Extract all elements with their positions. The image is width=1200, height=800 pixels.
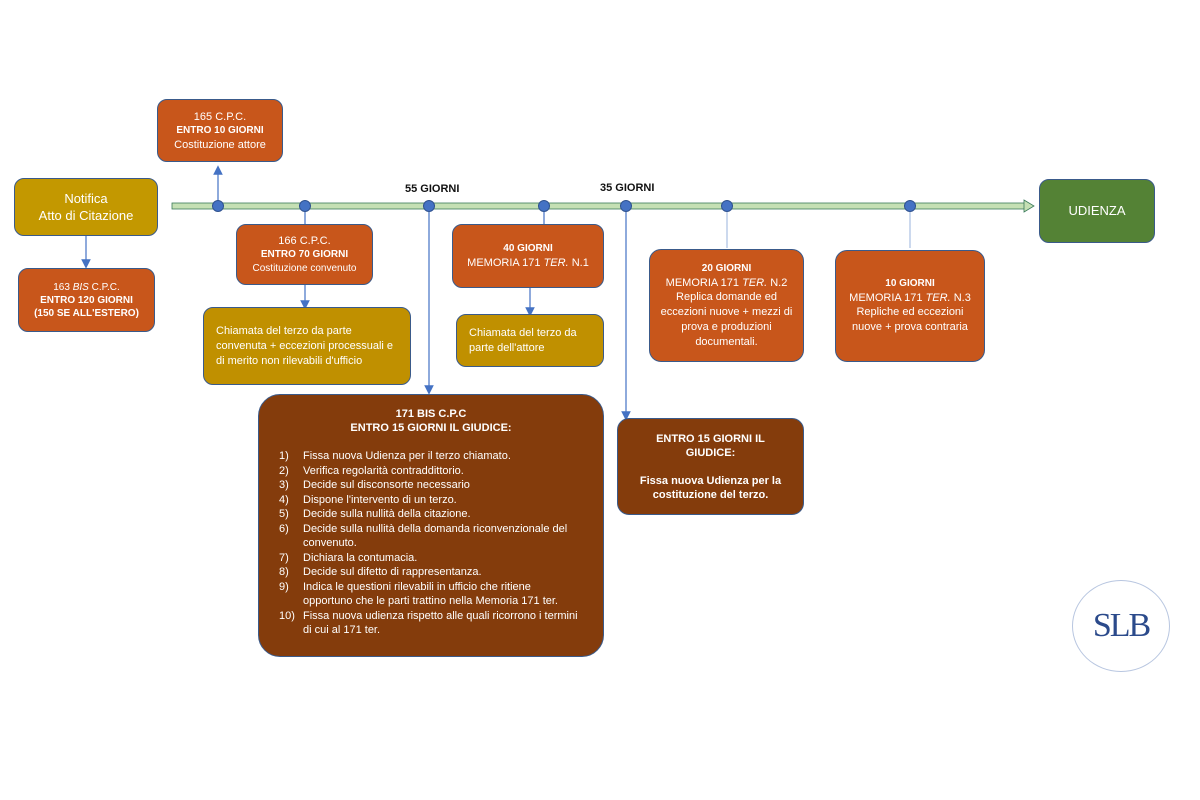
art171bis-item: 10) Fissa nuova udienza rispetto alle qu… — [279, 609, 583, 638]
art171bis-item: 8) Decide sul difetto di rappresentanza. — [279, 565, 583, 580]
udienza-box: UDIENZA — [1039, 179, 1155, 243]
art165-box: 165 C.P.C. ENTRO 10 GIORNI Costituzione … — [157, 99, 283, 162]
art171bis-item: 2) Verifica regolarità contraddittorio. — [279, 464, 583, 479]
art171bis-item-text: Decide sul disconsorte necessario — [303, 479, 470, 491]
memoria1-box: 40 GIORNI MEMORIA 171 TER. N.1 — [452, 224, 604, 288]
memoria3-desc: Repliche ed eccezioni nuove + prova cont… — [852, 306, 968, 333]
art171bis-item: 4) Dispone l'intervento di un terzo. — [279, 493, 583, 508]
memoria3-term: 10 GIORNI — [885, 278, 935, 289]
art171bis-item: 6) Decide sulla nullità della domanda ric… — [279, 522, 583, 551]
memoria2-desc: Replica domande ed eccezioni nuove + mez… — [660, 290, 793, 348]
label-35-giorni: 35 GIORNI — [600, 182, 655, 194]
timeline-arrowhead — [1023, 199, 1035, 213]
art171bis-title2: ENTRO 15 GIORNI IL GIUDICE: — [350, 422, 512, 434]
art171bis-title1: 171 BIS C.P.C — [395, 408, 467, 420]
timeline-dot — [620, 200, 632, 212]
slb-logo-text: SLB — [1092, 607, 1151, 644]
memoria3-box: 10 GIORNI MEMORIA 171 TER. N.3 Repliche … — [835, 250, 985, 362]
udienza-label: UDIENZA — [1068, 203, 1126, 218]
art171bis-item-text: Indica le questioni rilevabili in uffici… — [303, 580, 558, 608]
art171bis-item-number: 8) — [279, 566, 289, 578]
timeline-dot — [904, 200, 916, 212]
art171bis-item: 3) Decide sul disconsorte necessario — [279, 478, 583, 493]
memoria3-ref: MEMORIA 171 TER. N.3 — [849, 292, 971, 304]
art163bis-ref: 163 BIS C.P.C. — [53, 281, 120, 293]
notifica-box: Notifica Atto di Citazione — [14, 178, 158, 236]
art171bis-item-number: 10) — [279, 609, 295, 622]
chiamata-attore-text: Chiamata del terzo da parte dell'attore — [469, 326, 577, 354]
timeline-dot — [212, 200, 224, 212]
giudice-terzo-desc: Fissa nuova Udienza per la costituzione … — [639, 474, 782, 501]
slb-logo: SLB — [1072, 580, 1170, 672]
art166-desc: Costituzione convenuto — [252, 262, 357, 274]
giudice-terzo-box: ENTRO 15 GIORNI IL GIUDICE: Fissa nuova … — [617, 418, 804, 515]
art171bis-item-text: Decide sul difetto di rappresentanza. — [303, 566, 482, 578]
art166-ref: 166 C.P.C. — [278, 234, 331, 247]
chiamata-attore-box: Chiamata del terzo da parte dell'attore — [456, 314, 604, 367]
art165-ref: 165 C.P.C. — [193, 110, 247, 123]
art171bis-item-number: 3) — [279, 479, 289, 491]
memoria1-ref: MEMORIA 171 TER. N.1 — [467, 257, 589, 269]
timeline-dot — [299, 200, 311, 212]
memoria2-term: 20 GIORNI — [701, 262, 752, 274]
art171bis-item-text: Fissa nuova udienza rispetto alle quali … — [303, 609, 578, 637]
art171bis-item-text: Dichiara la contumacia. — [303, 551, 418, 564]
art171bis-item-number: 5) — [279, 508, 289, 520]
chiamata-convenuto-box: Chiamata del terzo da parte convenuta + … — [203, 307, 411, 385]
art163bis-term: ENTRO 120 GIORNI — [40, 294, 133, 306]
timeline-dot — [423, 200, 435, 212]
timeline-dot — [538, 200, 550, 212]
art171bis-item: 1) Fissa nuova Udienza per il terzo chiam… — [279, 449, 583, 464]
art163bis-note: (150 SE ALL'ESTERO) — [34, 307, 139, 319]
art171bis-item-text: Decide sulla nullità della citazione. — [303, 508, 471, 520]
notifica-line2: Atto di Citazione — [38, 208, 134, 223]
notifica-line1: Notifica — [64, 191, 108, 206]
memoria2-ref: MEMORIA 171 TER. N.2 — [665, 276, 788, 289]
art165-desc: Costituzione attore — [174, 138, 266, 151]
art171bis-item-text: Dispone l'intervento di un terzo. — [303, 493, 457, 506]
art163bis-box: 163 BIS C.P.C. ENTRO 120 GIORNI (150 SE … — [18, 268, 155, 332]
art166-term: ENTRO 70 GIORNI — [260, 248, 349, 260]
art171bis-item-text: Verifica regolarità contraddittorio. — [303, 464, 464, 477]
memoria2-box: 20 GIORNI MEMORIA 171 TER. N.2 Replica d… — [649, 249, 804, 362]
art171bis-box: 171 BIS C.P.C ENTRO 15 GIORNI IL GIUDICE… — [258, 394, 604, 657]
art171bis-item: 7) Dichiara la contumacia. — [279, 551, 583, 566]
art166-box: 166 C.P.C. ENTRO 70 GIORNI Costituzione … — [236, 224, 373, 285]
art165-term: ENTRO 10 GIORNI — [176, 124, 264, 136]
art171bis-item-text: Decide sulla nullità della domanda ricon… — [303, 522, 568, 550]
art171bis-item-text: Fissa nuova Udienza per il terzo chiamat… — [303, 450, 511, 462]
art171bis-item-number: 2) — [279, 464, 289, 477]
art171bis-item: 5) Decide sulla nullità della citazione. — [279, 507, 583, 522]
art171bis-item-number: 4) — [279, 493, 289, 506]
art171bis-item-number: 7) — [279, 551, 289, 564]
art171bis-item-number: 9) — [279, 580, 289, 593]
chiamata-convenuto-text: Chiamata del terzo da parte convenuta + … — [216, 324, 394, 367]
art171bis-item-number: 1) — [279, 450, 289, 462]
art171bis-item: 9) Indica le questioni rilevabili in uffi… — [279, 580, 583, 609]
timeline-dot — [721, 200, 733, 212]
giudice-terzo-title: ENTRO 15 GIORNI IL GIUDICE: — [656, 432, 765, 459]
art171bis-list: 1) Fissa nuova Udienza per il terzo chiam… — [279, 449, 583, 638]
label-55-giorni: 55 GIORNI — [405, 183, 460, 195]
art171bis-item-number: 6) — [279, 522, 289, 535]
memoria1-term: 40 GIORNI — [503, 243, 553, 254]
